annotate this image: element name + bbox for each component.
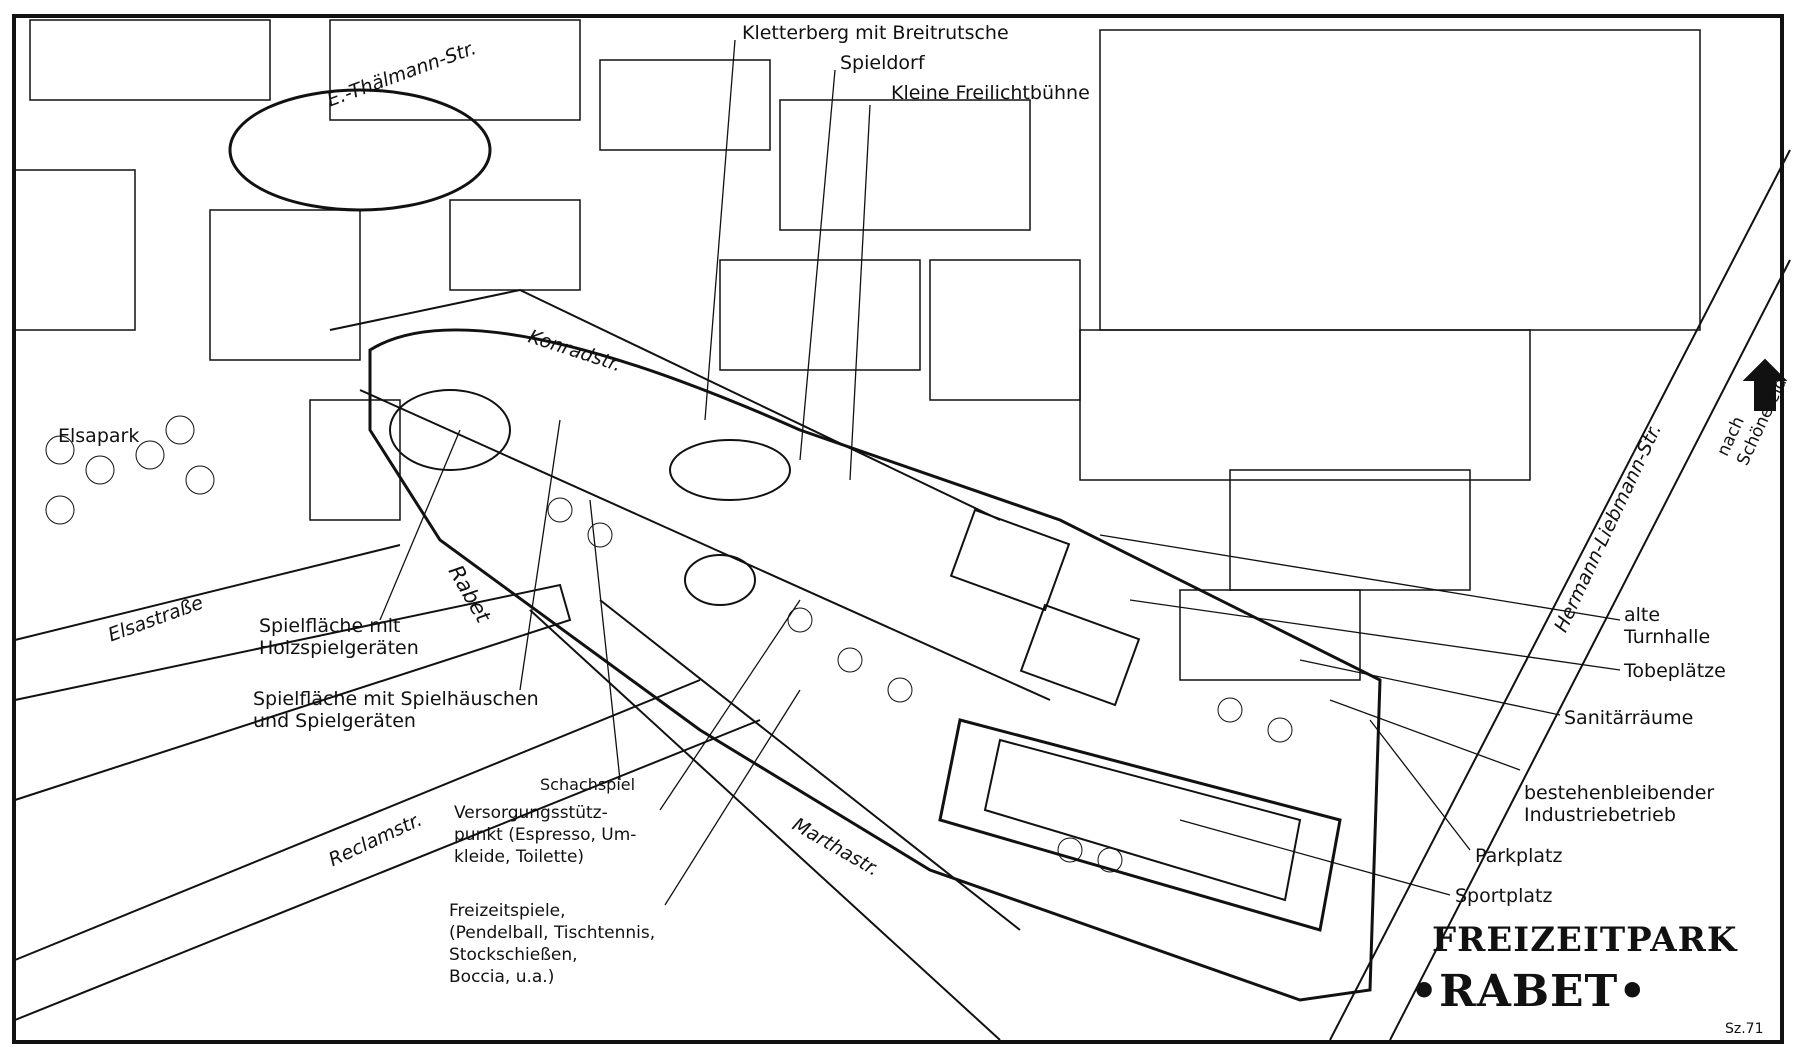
freilichtbuehne-circle — [684, 554, 756, 606]
label-elsapark: Elsapark — [58, 425, 140, 447]
thaelmann-square — [228, 88, 492, 212]
elsastrasse-road — [14, 544, 572, 801]
play-area-oval — [389, 389, 511, 471]
label-freilichtbuehne: Kleine Freilichtbühne — [891, 82, 1090, 104]
liebmann-road — [1329, 149, 1791, 1041]
label-spieldorf: Spieldorf — [840, 52, 925, 74]
label-versorgung: Versorgungsstütz- punkt (Espresso, Um- k… — [454, 803, 637, 867]
label-holzspiel: Spielfläche mit Holzspielgeräten — [259, 615, 419, 659]
marthastrasse-road — [529, 599, 1021, 1041]
north-arrow-icon — [1742, 358, 1788, 411]
tobeplatz-court-2 — [1019, 603, 1141, 707]
park-outline — [368, 328, 1382, 1002]
title-line2: •RABET• — [1410, 966, 1648, 1017]
artist-signature: Sz.71 — [1725, 1021, 1764, 1037]
reclamstrasse-road — [14, 679, 761, 1021]
label-kletterberg: Kletterberg mit Breitrutsche — [742, 22, 1009, 44]
label-industrie: bestehenbleibender Industriebetrieb — [1524, 782, 1715, 826]
label-sportplatz: Sportplatz — [1455, 885, 1553, 907]
label-schachspiel: Schachspiel — [540, 775, 636, 794]
kletterberg-mound — [669, 439, 791, 501]
label-freizeitspiele: Freizeitspiele, (Pendelball, Tischtennis… — [449, 901, 656, 987]
label-turnhalle: alte Turnhalle — [1624, 604, 1711, 648]
tobeplatz-court — [949, 508, 1071, 612]
label-tobeplaetze: Tobeplätze — [1624, 660, 1726, 682]
label-spielhaeuschen: Spielfläche mit Spielhäuschen und Spielg… — [253, 688, 539, 732]
trees — [45, 415, 1293, 873]
sportplatz-track — [983, 738, 1302, 902]
title-line1: FREIZEITPARK — [1432, 920, 1738, 960]
buildings — [14, 19, 1701, 681]
label-sanitaer: Sanitärräume — [1564, 707, 1694, 729]
label-parkplatz: Parkplatz — [1475, 845, 1563, 867]
leader-lines — [379, 39, 1621, 906]
sportplatz-field — [938, 718, 1342, 932]
map-frame — [12, 14, 1784, 1044]
